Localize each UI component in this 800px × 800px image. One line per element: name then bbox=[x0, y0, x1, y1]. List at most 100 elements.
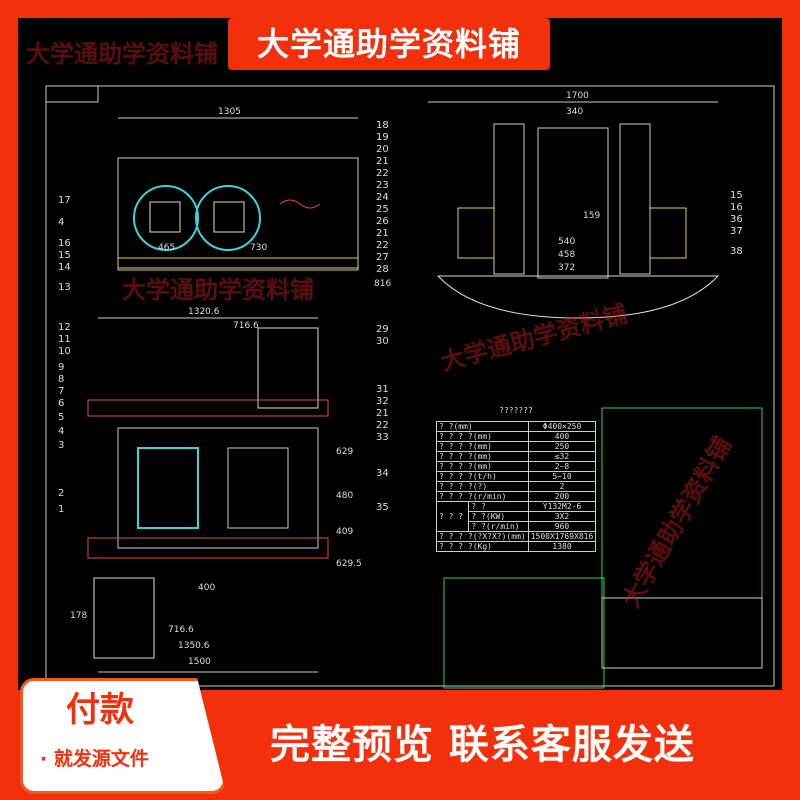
part-number: 16 bbox=[58, 238, 71, 249]
part-number: 17 bbox=[58, 195, 71, 206]
pay-subtitle: · 就发源文件 bbox=[40, 748, 149, 770]
spec-label: ? ? ? ?(mm) bbox=[436, 451, 529, 462]
dim-label: 159 bbox=[583, 211, 600, 221]
spec-label: ? ?(KW) bbox=[468, 511, 529, 522]
spec-label: ? ? ? ?(mm) bbox=[436, 441, 529, 452]
dim-label: 716.6 bbox=[233, 321, 259, 331]
dim-label: 1305 bbox=[218, 107, 241, 117]
spec-value: 200 bbox=[527, 491, 597, 502]
spec-value: 2 bbox=[527, 481, 597, 492]
spec-label: ? ?(r/min) bbox=[468, 521, 529, 532]
part-number: 1 bbox=[58, 504, 64, 515]
part-number: 15 bbox=[730, 190, 743, 201]
dim-label: 1500 bbox=[188, 657, 211, 667]
part-number: 9 bbox=[58, 362, 64, 373]
part-number: 19 bbox=[376, 132, 389, 143]
dim-label: 716.6 bbox=[168, 625, 194, 635]
dim-label: 480 bbox=[336, 491, 353, 501]
table-row: ? ? ? ?(mm)≤32 bbox=[436, 451, 597, 462]
part-number: 21 bbox=[376, 228, 389, 239]
part-number: 28 bbox=[376, 264, 389, 275]
table-row: ? ? ? ?(mm)2~8 bbox=[436, 461, 597, 472]
part-number: 18 bbox=[376, 120, 389, 131]
spec-value: Φ400×250 bbox=[527, 421, 597, 432]
spec-value: Y132M2-6 bbox=[527, 501, 597, 512]
front-view bbox=[117, 117, 359, 271]
part-number: 34 bbox=[376, 468, 389, 479]
part-numbers-right: 18 19 20 21 22 23 24 25 26 21 22 27 28 2… bbox=[376, 120, 389, 513]
part-number: 36 bbox=[730, 214, 743, 225]
table-row: ? ? ? ?(Kg)1380 bbox=[436, 541, 597, 552]
spec-value: 1380 bbox=[527, 541, 597, 552]
part-number: 22 bbox=[376, 420, 389, 431]
table-row: ? ? ? ?(?)2 bbox=[436, 481, 597, 492]
dim-label: 340 bbox=[566, 107, 583, 117]
part-number: 26 bbox=[376, 216, 389, 227]
part-number: 30 bbox=[376, 336, 389, 347]
spec-table-title: ??????? bbox=[499, 406, 533, 415]
dim-label: 400 bbox=[198, 583, 215, 593]
part-number: 24 bbox=[376, 192, 389, 203]
part-number: 20 bbox=[376, 144, 389, 155]
part-number: 4 bbox=[58, 426, 64, 437]
watermark: 大学通助学资料铺 bbox=[26, 40, 218, 68]
spec-table: ??????? ? ?(mm)Φ400×250 ? ? ? ?(mm)400 ?… bbox=[435, 406, 597, 552]
part-number: 8 bbox=[58, 374, 64, 385]
spec-value: 250 bbox=[527, 441, 597, 452]
spec-label: ? ? ? ?(?X?X?)(mm) bbox=[436, 531, 529, 542]
spec-value: 2~8 bbox=[527, 461, 597, 472]
table-row: ? ? ? ?(mm)250 bbox=[436, 441, 597, 452]
dim-label: 1700 bbox=[566, 91, 589, 101]
part-number: 15 bbox=[58, 250, 71, 261]
dim-label: 409 bbox=[336, 527, 353, 537]
part-number: 23 bbox=[376, 180, 389, 191]
spec-label: ? ? ? ?(mm) bbox=[436, 431, 529, 442]
part-number: 3 bbox=[58, 440, 64, 451]
part-number: 2 bbox=[58, 488, 64, 499]
part-number: 5 bbox=[58, 412, 64, 423]
spec-label: ? ? ? ?(t/h) bbox=[436, 471, 529, 482]
table-row: ? ? ? ?(t/h)5~10 bbox=[436, 471, 597, 482]
part-number: 11 bbox=[58, 334, 71, 345]
table-row: ? ? ? ?(mm)400 bbox=[436, 431, 597, 442]
part-number: 33 bbox=[376, 432, 389, 443]
spec-label: ? ?(mm) bbox=[436, 421, 529, 432]
part-number: 32 bbox=[376, 396, 389, 407]
part-number: 6 bbox=[58, 398, 64, 409]
table-row: ? ?(mm)Φ400×250 bbox=[436, 421, 597, 432]
part-number: 35 bbox=[376, 502, 389, 513]
part-number: 13 bbox=[58, 282, 71, 293]
dim-label: 730 bbox=[250, 243, 267, 253]
part-number: 4 bbox=[58, 217, 64, 228]
spec-value: 3X2 bbox=[527, 511, 597, 522]
part-number: 21 bbox=[376, 408, 389, 419]
part-number: 38 bbox=[730, 246, 743, 257]
spec-value: 5~10 bbox=[527, 471, 597, 482]
part-number: 12 bbox=[58, 322, 71, 333]
part-number: 22 bbox=[376, 240, 389, 251]
spec-label: ? ? ? ?(Kg) bbox=[436, 541, 529, 552]
part-number: 29 bbox=[376, 324, 389, 335]
dim-label: 1320.6 bbox=[188, 307, 220, 317]
part-number: 7 bbox=[58, 386, 64, 397]
pay-title: 付款 bbox=[66, 690, 134, 730]
spec-group-label: ? ? ? bbox=[435, 501, 470, 532]
part-number: 31 bbox=[376, 384, 389, 395]
part-number: 16 bbox=[730, 202, 743, 213]
dim-label: 458 bbox=[558, 250, 575, 260]
dim-label: 629.5 bbox=[336, 559, 362, 569]
spec-label: ? ? ? ?(r/min) bbox=[436, 491, 529, 502]
dim-label: 816 bbox=[374, 279, 391, 289]
part-number: 14 bbox=[58, 262, 71, 273]
dim-label: 629 bbox=[336, 447, 353, 457]
part-number: 10 bbox=[58, 346, 71, 357]
table-row: ? ? ? ?(r/min)200 bbox=[436, 491, 597, 502]
part-number: 21 bbox=[376, 156, 389, 167]
table-row: ? ? ? ?(?X?X?)(mm)1500X1769X816 bbox=[436, 531, 597, 542]
spec-label: ? ? ? ?(?) bbox=[436, 481, 529, 492]
side-part-numbers: 15 16 36 37 38 bbox=[730, 190, 743, 257]
dim-label: 465 bbox=[158, 243, 175, 253]
dim-label: 1350.6 bbox=[178, 641, 210, 651]
spec-label: ? ? bbox=[468, 501, 529, 512]
parts-list bbox=[443, 407, 763, 689]
